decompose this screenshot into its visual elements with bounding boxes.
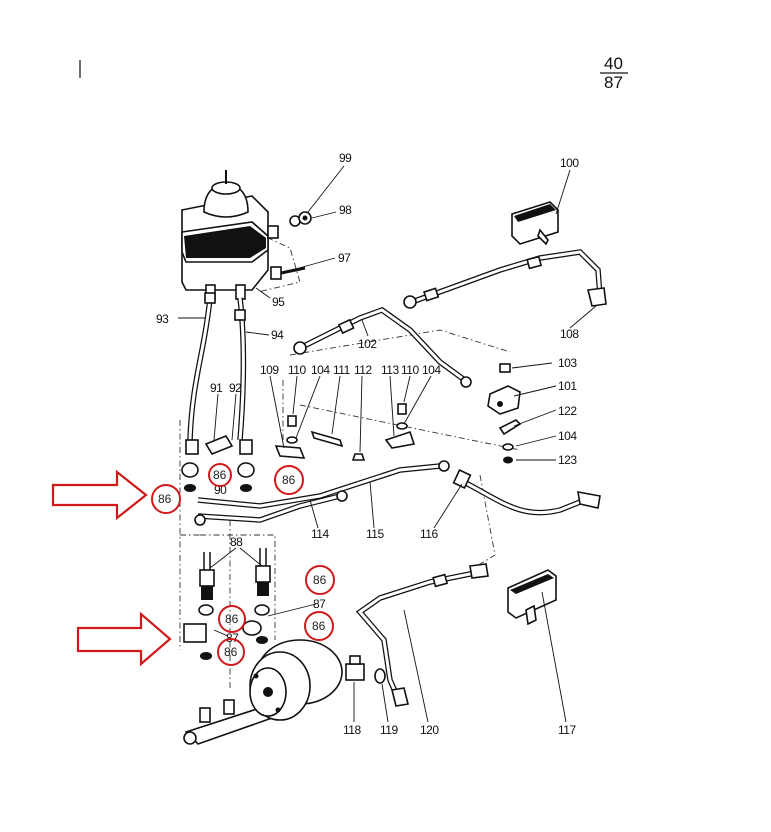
label-102: 102	[358, 337, 377, 351]
label-109: 109	[260, 363, 279, 377]
clamps-middle	[286, 403, 416, 461]
highlight-86-mid-lower: 86	[218, 605, 246, 633]
label-116: 116	[420, 527, 438, 541]
highlight-arrows	[51, 469, 172, 667]
label-123: 123	[558, 453, 577, 467]
label-115: 115	[366, 527, 384, 541]
svg-text:86: 86	[312, 619, 326, 633]
reservoir	[181, 170, 279, 300]
highlight-86-upper-right: 86	[274, 465, 304, 495]
label-118: 118	[343, 723, 361, 737]
pressure-switches-88	[199, 548, 271, 600]
label-114: 114	[311, 527, 329, 541]
label-95: 95	[272, 295, 285, 309]
label-113: 113	[381, 363, 399, 377]
clamp-109	[204, 435, 306, 459]
highlight-86-right-2: 86	[304, 611, 334, 641]
svg-text:86: 86	[313, 573, 327, 587]
label-104-left: 104	[311, 363, 330, 377]
part-labels: 99 98 97 95 100 108 93 94 102 103 101 12…	[156, 151, 580, 737]
distributor-block-101	[487, 363, 521, 415]
highlight-86-bottom: 86	[217, 638, 245, 666]
pipes-114-115	[194, 460, 450, 526]
fittings-118-119	[345, 655, 386, 684]
hose-116	[452, 469, 601, 516]
highlight-86-left-upper: 86	[151, 484, 181, 514]
page-denominator: 87	[604, 73, 623, 92]
label-111: 111	[333, 363, 351, 377]
label-97: 97	[338, 251, 351, 265]
label-100: 100	[560, 156, 579, 170]
highlight-86-right-1: 86	[305, 565, 335, 595]
assembly-guide-lines	[179, 231, 521, 690]
label-108: 108	[560, 327, 579, 341]
label-104-mid: 104	[422, 363, 441, 377]
banjo-fittings-upper	[181, 439, 255, 492]
label-112: 112	[354, 363, 372, 377]
label-104-right: 104	[558, 429, 577, 443]
bracket-100	[511, 201, 559, 246]
svg-text:86: 86	[224, 645, 238, 659]
label-120: 120	[420, 723, 439, 737]
pipe-102	[293, 306, 472, 388]
label-110-right: 110	[401, 363, 419, 377]
bolt-97	[270, 266, 306, 280]
cap-fittings	[289, 211, 312, 227]
page-number: 40 87	[600, 54, 628, 92]
label-87-left: 87	[226, 631, 239, 645]
master-cylinder	[183, 639, 343, 745]
banjo-fittings-lower	[183, 604, 270, 660]
label-99: 99	[339, 151, 352, 165]
clip-122	[498, 419, 522, 464]
reservoir-hoses	[187, 292, 247, 441]
page-numerator: 40	[604, 54, 623, 73]
label-117: 117	[558, 723, 576, 737]
svg-text:86: 86	[282, 473, 296, 487]
svg-text:86: 86	[225, 612, 239, 626]
label-122: 122	[558, 404, 577, 418]
highlight-callouts: 86 86 86 86 86 86 86	[151, 463, 335, 666]
label-110-left: 110	[288, 363, 306, 377]
pipe-120	[355, 563, 489, 707]
label-93: 93	[156, 312, 169, 326]
label-88: 88	[230, 535, 243, 549]
label-87-right: 87	[313, 597, 326, 611]
highlight-86-upper-mid: 86	[208, 463, 232, 487]
label-119: 119	[380, 723, 398, 737]
label-92: 92	[229, 381, 242, 395]
pipe-upper-right	[403, 249, 607, 309]
label-98: 98	[339, 203, 352, 217]
label-91: 91	[210, 381, 223, 395]
svg-text:86: 86	[213, 468, 227, 482]
label-103: 103	[558, 356, 577, 370]
label-101: 101	[558, 379, 577, 393]
svg-text:86: 86	[158, 492, 172, 506]
bracket-117	[507, 569, 557, 626]
arrow-upper	[51, 469, 148, 521]
arrow-lower	[76, 611, 172, 667]
leader-lines	[178, 165, 597, 723]
label-94: 94	[271, 328, 284, 342]
